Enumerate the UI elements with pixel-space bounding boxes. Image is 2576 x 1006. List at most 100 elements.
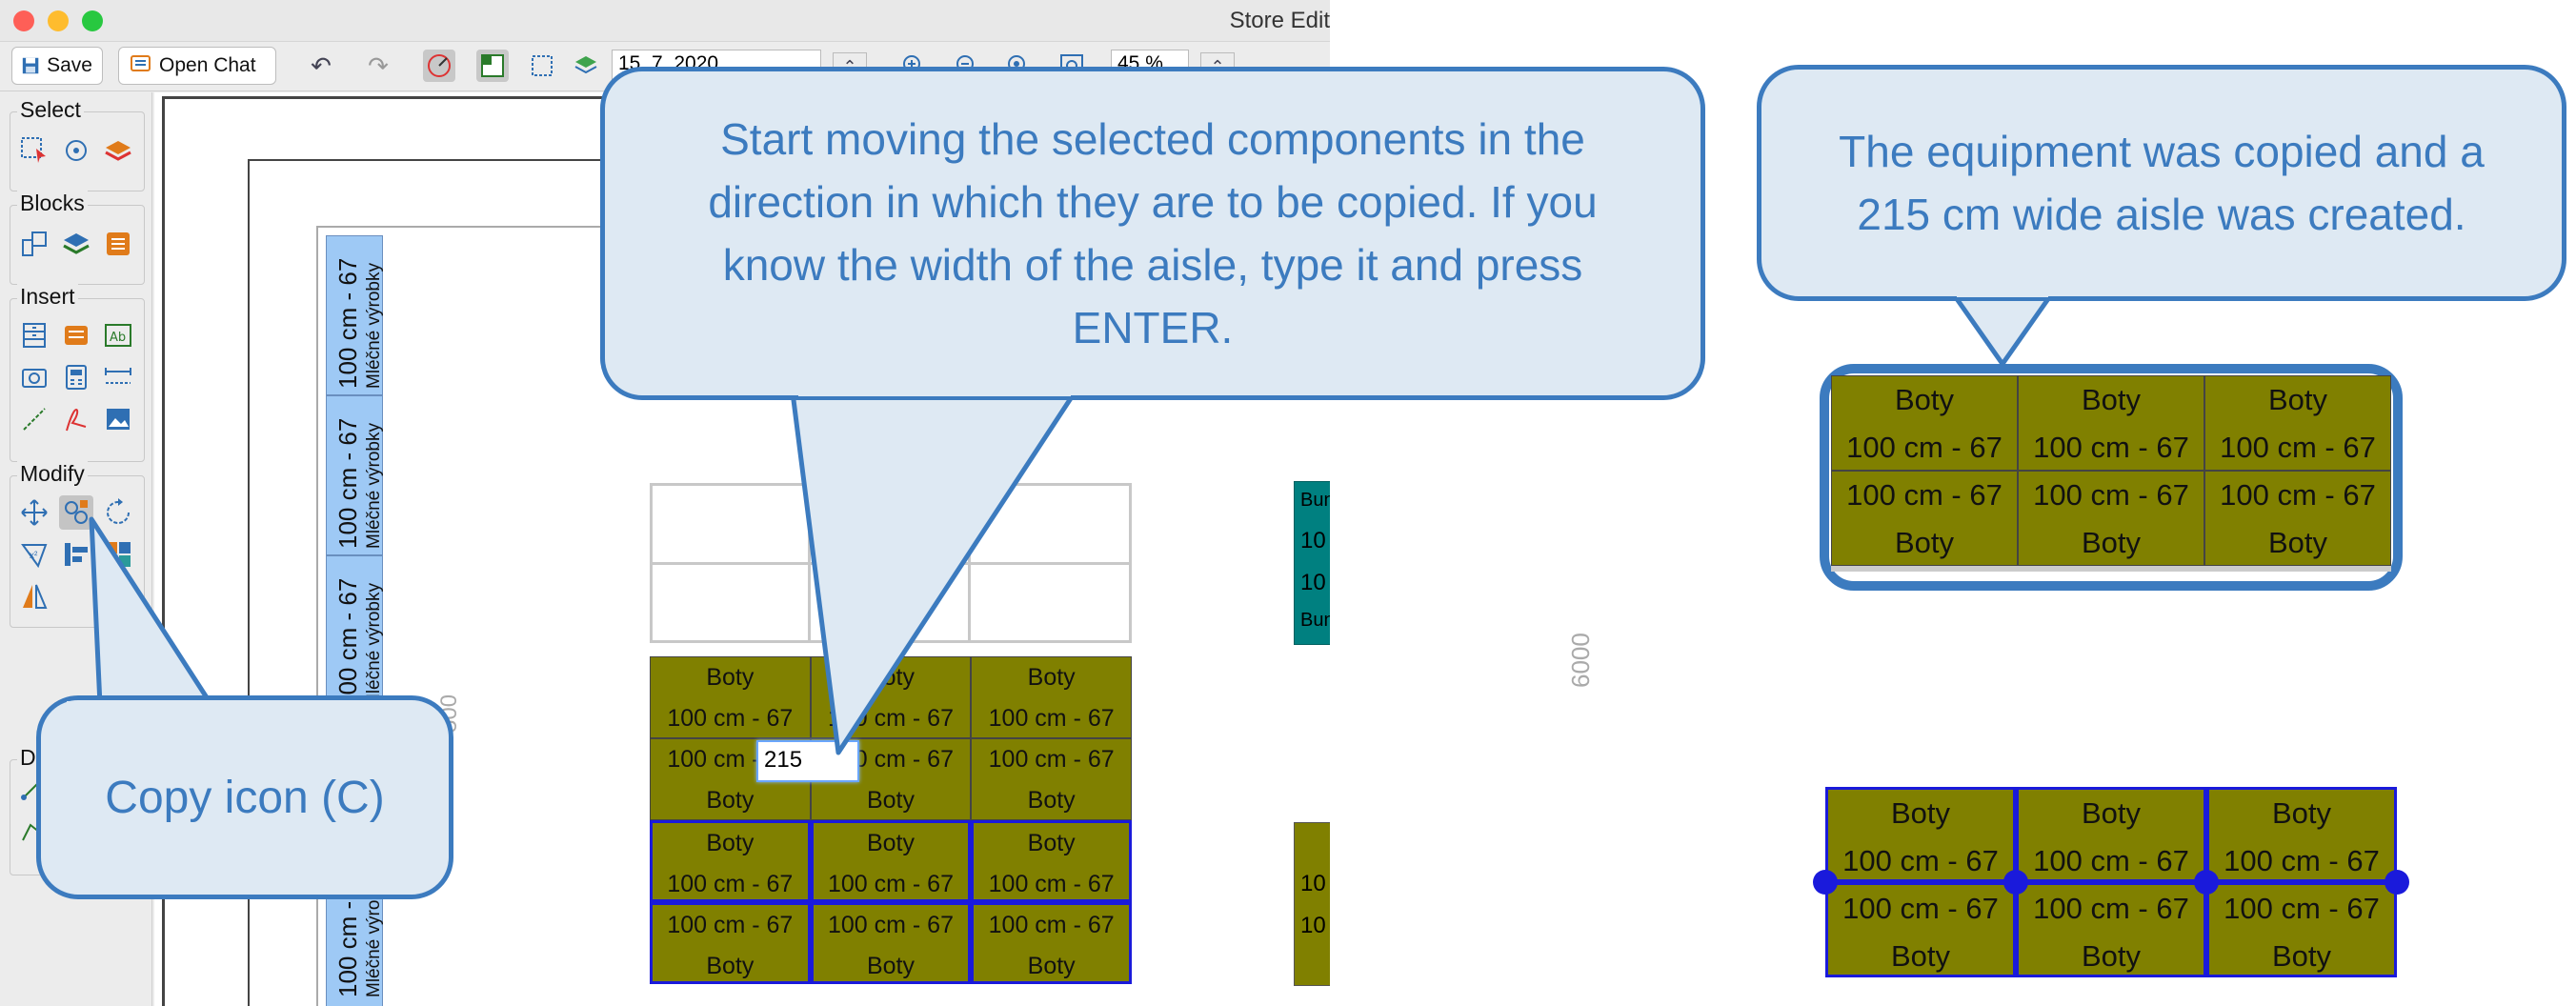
callout-seam <box>1957 286 2048 297</box>
block-insert-icon[interactable] <box>17 227 51 261</box>
blocks-group-label: Blocks <box>17 191 88 216</box>
shelf-size-label: 100 cm - 67 <box>1846 431 2002 464</box>
shoe-shelf-grid[interactable]: Boty 100 cm - 67 Boty 100 cm - 67 Boty 100 cm… <box>650 656 1132 984</box>
shelf-name-label: Boty <box>866 953 915 979</box>
shelf-name-label: Boty <box>706 787 755 814</box>
result-highlight <box>1820 364 2403 591</box>
insert-gondola-icon[interactable] <box>59 318 93 352</box>
shelf-name-label: Boty <box>866 830 915 856</box>
snap-angle-icon[interactable] <box>423 50 455 82</box>
shelf-divider <box>808 483 811 643</box>
shelf-name-label: Boty <box>1894 383 1955 416</box>
scale-icon[interactable]: x² <box>17 537 51 572</box>
select-point-icon[interactable] <box>59 133 93 168</box>
title-bar: Store Edit <box>0 0 1330 42</box>
insert-image-icon[interactable] <box>101 402 135 436</box>
grip-handle[interactable] <box>2003 870 2028 895</box>
insert-fixture-icon[interactable] <box>59 360 93 394</box>
shelf-size-label: 100 cm - 67 <box>1842 844 1999 877</box>
shelf-name-label: Boty <box>1890 939 1951 973</box>
close-window-button[interactable] <box>13 10 34 31</box>
shelf-size-label: 100 cm - 67 <box>2224 892 2380 925</box>
shelf-size-label: 100 cm - 67 <box>2033 844 2189 877</box>
undo-icon[interactable]: ↶ <box>311 50 332 80</box>
shelf-cell[interactable]: 100 cm - 67 Boty <box>971 902 1132 984</box>
insert-camera-icon[interactable] <box>17 360 51 394</box>
shelf-cell[interactable]: 100 cm - 67 Boty <box>1831 471 2018 566</box>
block-edit-icon[interactable] <box>101 227 135 261</box>
svg-text:x²: x² <box>30 551 38 561</box>
shelf-size-label: 100 cm - 67 <box>2220 478 2376 512</box>
layers-select-icon[interactable] <box>526 50 558 82</box>
chat-icon <box>131 55 151 71</box>
rotate-icon[interactable] <box>101 495 135 530</box>
zoom-window-button[interactable] <box>82 10 103 31</box>
insert-shelf-icon[interactable] <box>17 318 51 352</box>
copied-shelf-grid[interactable]: Boty 100 cm - 67 Boty 100 cm - 67 Boty 100 cm… <box>1831 375 2391 566</box>
grip-handle[interactable] <box>2385 870 2409 895</box>
select-area-icon[interactable] <box>17 133 51 168</box>
shelf-divider <box>326 554 383 556</box>
open-chat-button[interactable]: Open Chat <box>118 47 276 85</box>
callout-text: The equipment was copied and a 215 cm wi… <box>1839 127 2485 239</box>
shelf-name-label: Boty <box>1027 664 1076 691</box>
insert-line-icon[interactable] <box>17 402 51 436</box>
shelf-size-label: 100 cm - 67 <box>1846 478 2002 512</box>
block-layers-icon[interactable] <box>59 227 93 261</box>
svg-text:Ab: Ab <box>110 331 126 345</box>
shelf-size-label: 100 cm - 67 <box>2033 478 2189 512</box>
shelf-name-label: Boty <box>1894 526 1955 559</box>
shelf-size-label: 100 cm - 67 <box>988 912 1115 938</box>
minimize-window-button[interactable] <box>48 10 69 31</box>
shelf-name-label: Boty <box>2081 526 2142 559</box>
move-icon[interactable] <box>17 495 51 530</box>
shelf-size-label: 100 cm - 67 <box>667 705 794 732</box>
aisle-width-input[interactable]: 215 <box>756 740 859 782</box>
shelf-name-label: Boty <box>1027 953 1076 979</box>
layers-icon[interactable] <box>570 50 602 82</box>
grid-icon[interactable] <box>476 50 509 82</box>
shelf-name-label: Boty <box>706 953 755 979</box>
shelf-cell[interactable]: 100 cm - 67 Boty <box>2018 471 2204 566</box>
shelf-cell[interactable]: Boty 100 cm - 67 <box>1831 375 2018 471</box>
select-layer-icon[interactable] <box>101 133 135 168</box>
copy-icon[interactable] <box>59 495 93 530</box>
shelf-divider <box>326 394 383 396</box>
align-icon[interactable] <box>59 537 93 572</box>
olive-shelf-partial[interactable]: 10 10 <box>1294 822 1330 986</box>
save-button[interactable]: Save <box>11 47 103 85</box>
insert-pdf-icon[interactable] <box>59 402 93 436</box>
bun-shelf[interactable]: Bun 10 10 Bun <box>1294 481 1330 645</box>
shelf-size-label: 100 cm - 67 <box>988 871 1115 897</box>
bun-size: 10 <box>1300 528 1326 553</box>
bun-label: Bun <box>1300 490 1330 511</box>
insert-dimension-icon[interactable] <box>101 360 135 394</box>
shelf-name-label: Boty <box>1027 830 1076 856</box>
shelf-name-label: Boty <box>706 830 755 856</box>
shelf-cell[interactable]: Boty 100 cm - 67 <box>971 820 1132 902</box>
grip-handle[interactable] <box>2194 870 2219 895</box>
grip-handle[interactable] <box>1813 870 1838 895</box>
insert-text-icon[interactable]: Ab <box>101 318 135 352</box>
mirror-icon[interactable] <box>17 579 51 614</box>
redo-icon[interactable]: ↷ <box>368 50 389 80</box>
shelf-size-label: 100 cm - 67 <box>2220 431 2376 464</box>
